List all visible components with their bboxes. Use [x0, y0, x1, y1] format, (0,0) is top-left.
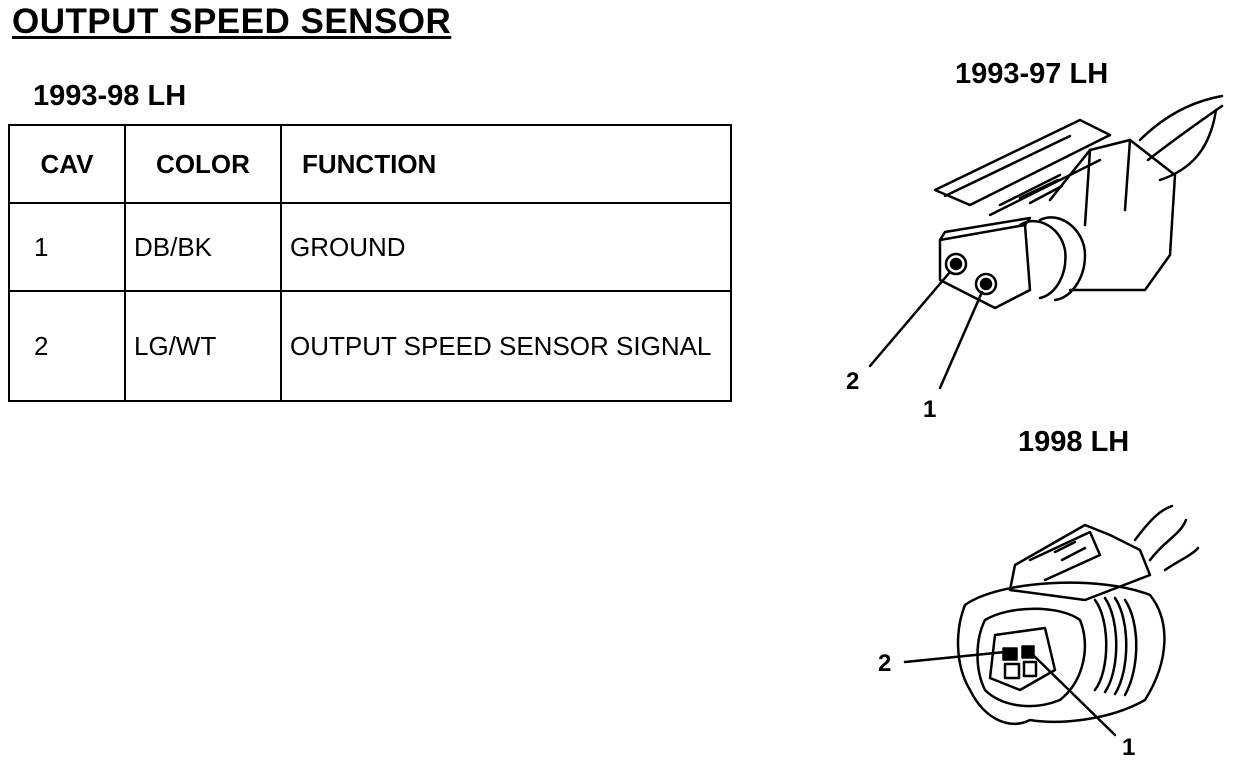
callout-b-2: 2: [878, 650, 892, 677]
cell-function: OUTPUT SPEED SENSOR SIGNAL: [280, 290, 732, 402]
view-title-1998: 1998 LH: [1018, 426, 1130, 458]
table-row: 2 LG/WT OUTPUT SPEED SENSOR SIGNAL: [8, 290, 732, 402]
view-title-1993-97: 1993-97 LH: [955, 58, 1109, 90]
table-title: 1993-98 LH: [33, 80, 187, 112]
header-function: FUNCTION: [280, 124, 732, 204]
cell-cav: 2: [8, 290, 126, 402]
connector-1993-97-drawing: [868, 94, 1224, 390]
header-cav: CAV: [8, 124, 126, 204]
table-header-row: CAV COLOR FUNCTION: [8, 124, 732, 204]
pinout-table: CAV COLOR FUNCTION 1 DB/BK GROUND 2 LG/W…: [8, 124, 732, 402]
connector-1998-drawing: [903, 504, 1200, 737]
callout-a-1: 1: [923, 396, 937, 423]
cell-color: LG/WT: [124, 290, 282, 402]
callout-b-1: 1: [1122, 734, 1136, 761]
cell-function: GROUND: [280, 202, 732, 292]
header-color: COLOR: [124, 124, 282, 204]
cell-cav: 1: [8, 202, 126, 292]
table-row: 1 DB/BK GROUND: [8, 202, 732, 292]
callout-a-2: 2: [846, 368, 860, 395]
page-title: OUTPUT SPEED SENSOR: [12, 2, 452, 41]
cell-color: DB/BK: [124, 202, 282, 292]
